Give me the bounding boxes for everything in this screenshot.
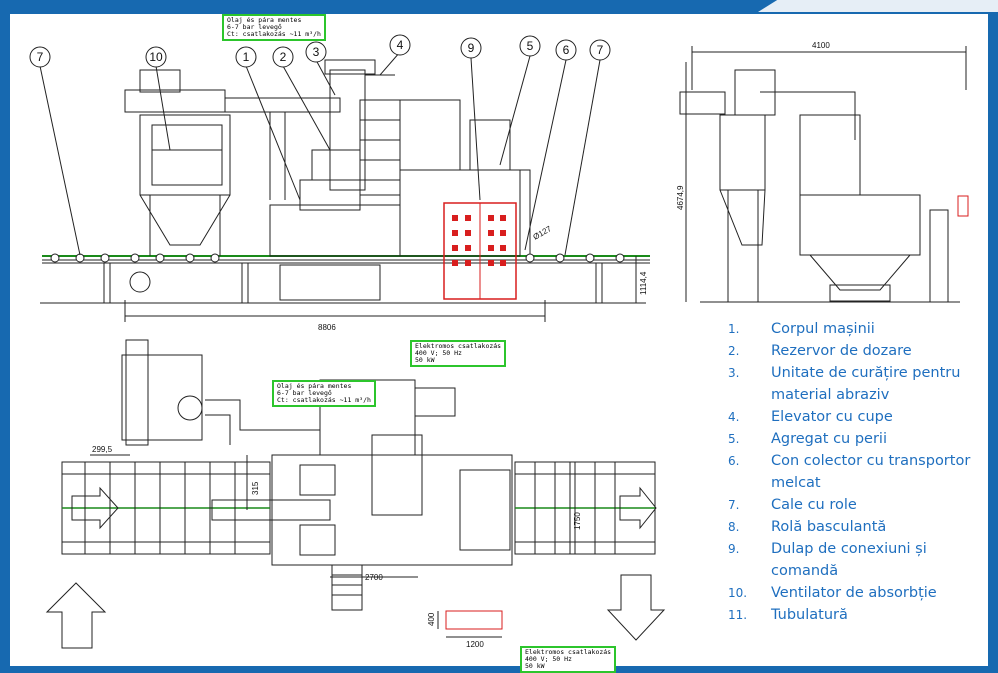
legend-label: Ventilator de absorbție — [771, 585, 937, 601]
legend-label: Corpul mașinii — [771, 321, 875, 337]
legend-label: Elevator cu cupe — [771, 409, 893, 425]
legend-number: 10. — [728, 586, 748, 600]
legend-item: 9. Dulap de conexiuni și comandă — [728, 538, 990, 582]
callout-label: 9 — [468, 41, 475, 55]
dim-side-height: 4674,9 — [676, 185, 685, 210]
callout-2 — [272, 46, 294, 68]
legend-number: 8. — [728, 520, 740, 534]
legend-number: 6. — [728, 454, 740, 468]
dim-plan-b: 315 — [251, 481, 260, 495]
legend-item: 8. Rolă basculantă — [728, 516, 990, 538]
legend-number: 3. — [728, 366, 740, 380]
callout-7-left — [29, 46, 51, 68]
legend-number: 7. — [728, 498, 740, 512]
legend-number: 4. — [728, 410, 740, 424]
legend-label: Agregat cu perii — [771, 431, 887, 447]
legend-item: 1. Corpul mașinii — [728, 318, 990, 340]
dim-plan-d: 1750 — [573, 512, 582, 530]
legend-item: 4. Elevator cu cupe — [728, 406, 990, 428]
callout-label: 2 — [280, 50, 287, 64]
callout-label: 10 — [149, 50, 163, 64]
callout-6 — [555, 39, 577, 61]
component-legend: 1. Corpul mașinii 2. Rezervor de dozare 3.… — [728, 318, 990, 626]
legend-number: 1. — [728, 322, 740, 336]
legend-label: Con colector cu transportor melcat — [771, 453, 971, 491]
callout-9 — [460, 37, 482, 59]
note-elec-mid: Elektromos csatlakozás 400 V; 50 Hz 50 k… — [410, 340, 507, 367]
legend-number: 9. — [728, 542, 740, 556]
note-elec-bottom: Elektromos csatlakozás 400 V; 50 Hz 50 k… — [520, 646, 617, 673]
callout-7-right — [589, 39, 611, 61]
legend-label: Rezervor de dozare — [771, 343, 912, 359]
top-bar — [0, 0, 998, 10]
callout-3 — [305, 41, 327, 63]
dim-width-total: 8806 — [318, 323, 336, 332]
callout-1 — [235, 46, 257, 68]
dim-plan-f: 400 — [427, 612, 436, 626]
legend-item: 5. Agregat cu perii — [728, 428, 990, 450]
legend-label: Tubulatură — [771, 607, 848, 623]
dim-side-width: 4100 — [812, 41, 830, 50]
legend-number: 2. — [728, 344, 740, 358]
callout-label: 5 — [527, 39, 534, 53]
note-air-top: Olaj és pára mentes 6-7 bar levegő Ct: c… — [222, 14, 326, 41]
top-tab — [758, 0, 998, 12]
note-air-mid: Olaj és pára mentes 6-7 bar levegő Ct: c… — [272, 380, 376, 407]
callout-label: 4 — [397, 38, 404, 52]
legend-item: 10. Ventilator de absorbție — [728, 582, 990, 604]
dim-diameter: Ø127 — [532, 224, 554, 242]
dim-plan-a: 299,5 — [92, 445, 113, 454]
dim-plan-c: 2700 — [365, 573, 383, 582]
legend-label: Dulap de conexiuni și comandă — [771, 541, 927, 579]
dim-height-right: 1114,4 — [639, 271, 648, 295]
legend-item: 6. Con colector cu transportor melcat — [728, 450, 990, 494]
callout-label: 7 — [37, 50, 44, 64]
legend-item: 2. Rezervor de dozare — [728, 340, 990, 362]
legend-number: 5. — [728, 432, 740, 446]
callout-label: 3 — [313, 45, 320, 59]
legend-item: 3. Unitate de curățire pentru material ab… — [728, 362, 990, 406]
callout-5 — [519, 35, 541, 57]
callout-10 — [145, 46, 167, 68]
callout-label: 6 — [563, 43, 570, 57]
legend-label: Unitate de curățire pentru material abra… — [771, 365, 961, 403]
legend-label: Rolă basculantă — [771, 519, 887, 535]
callout-label: 1 — [243, 50, 250, 64]
legend-item: 7. Cale cu role — [728, 494, 990, 516]
legend-item: 11. Tubulatură — [728, 604, 990, 626]
legend-label: Cale cu role — [771, 497, 857, 513]
dim-plan-e: 1200 — [466, 640, 484, 649]
callout-label: 7 — [597, 43, 604, 57]
legend-number: 11. — [728, 608, 748, 622]
callout-4 — [389, 34, 411, 56]
